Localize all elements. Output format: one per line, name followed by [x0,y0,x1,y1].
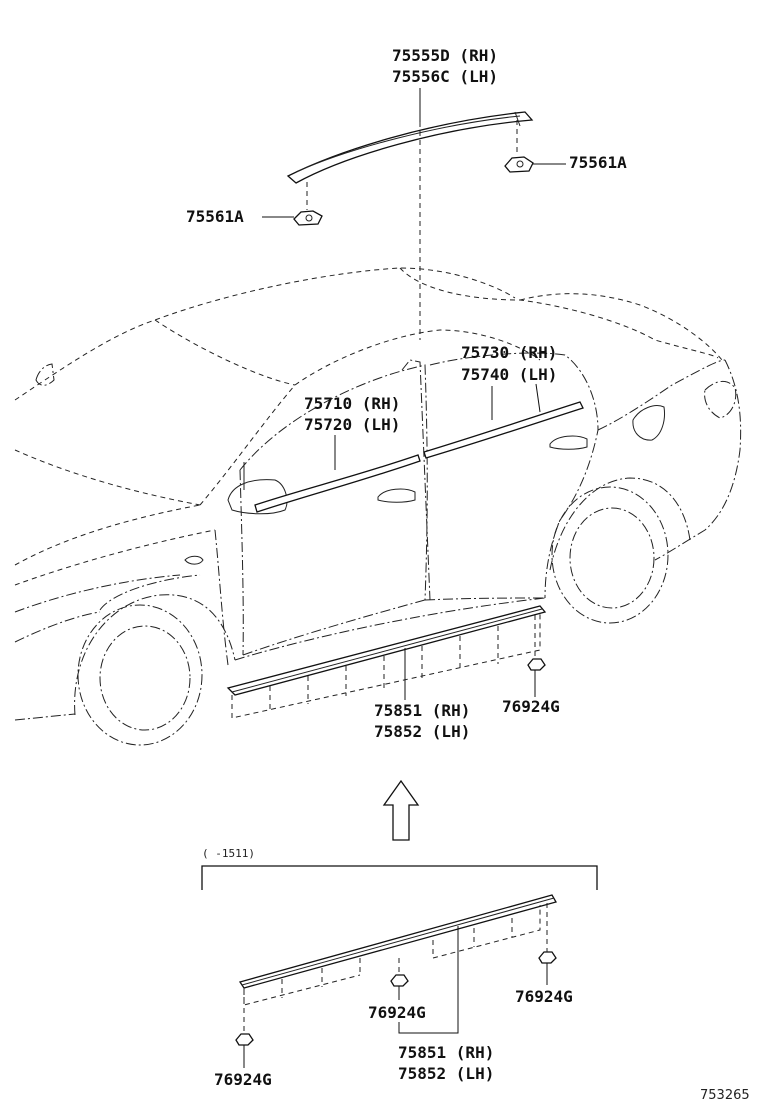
label-clip-left: 75561A [186,207,244,226]
label-rocker-molding-rh: 75851 (RH) [374,701,470,720]
detail-rocker-molding [238,894,557,1006]
label-rear-door-molding-lh: 75740 (LH) [461,365,557,384]
detail-clip-right [538,903,557,985]
rear-door-belt-molding [423,401,584,459]
label-front-door-molding-lh: 75720 (LH) [304,415,400,434]
detail-range-note: ( -1511) [202,847,255,860]
label-rocker-clip: 76924G [502,697,560,716]
rocker-panel-molding [226,605,547,719]
rear-belt-end-leader [535,383,541,413]
label-roof-molding-rh: 75555D (RH) [392,46,498,65]
roof-drip-molding [286,111,534,184]
label-rocker-molding-lh: 75852 (LH) [374,722,470,741]
detail-label-rocker-lh: 75852 (LH) [398,1064,494,1083]
detail-clip-left [235,990,254,1068]
roof-clip-left [293,210,323,226]
car-body-outline [14,267,742,746]
detail-bracket [201,865,598,890]
detail-rocker-leader [398,926,459,1034]
front-door-belt-molding [254,454,421,513]
label-clip-right: 75561A [569,153,627,172]
label-rear-door-molding-rh: 75730 (RH) [461,343,557,362]
detail-label-clip-middle: 76924G [368,1003,426,1022]
detail-label-clip-left: 76924G [214,1070,272,1089]
detail-clip-middle [390,958,409,1000]
roof-clip-right [504,156,534,173]
detail-label-rocker-rh: 75851 (RH) [398,1043,494,1062]
view-arrow [382,779,420,841]
label-roof-molding-lh: 75556C (LH) [392,67,498,86]
detail-label-clip-right: 76924G [515,987,573,1006]
label-front-door-molding-rh: 75710 (RH) [304,394,400,413]
rocker-clip-on-car [527,615,546,697]
reference-number: 753265 [700,1088,750,1103]
